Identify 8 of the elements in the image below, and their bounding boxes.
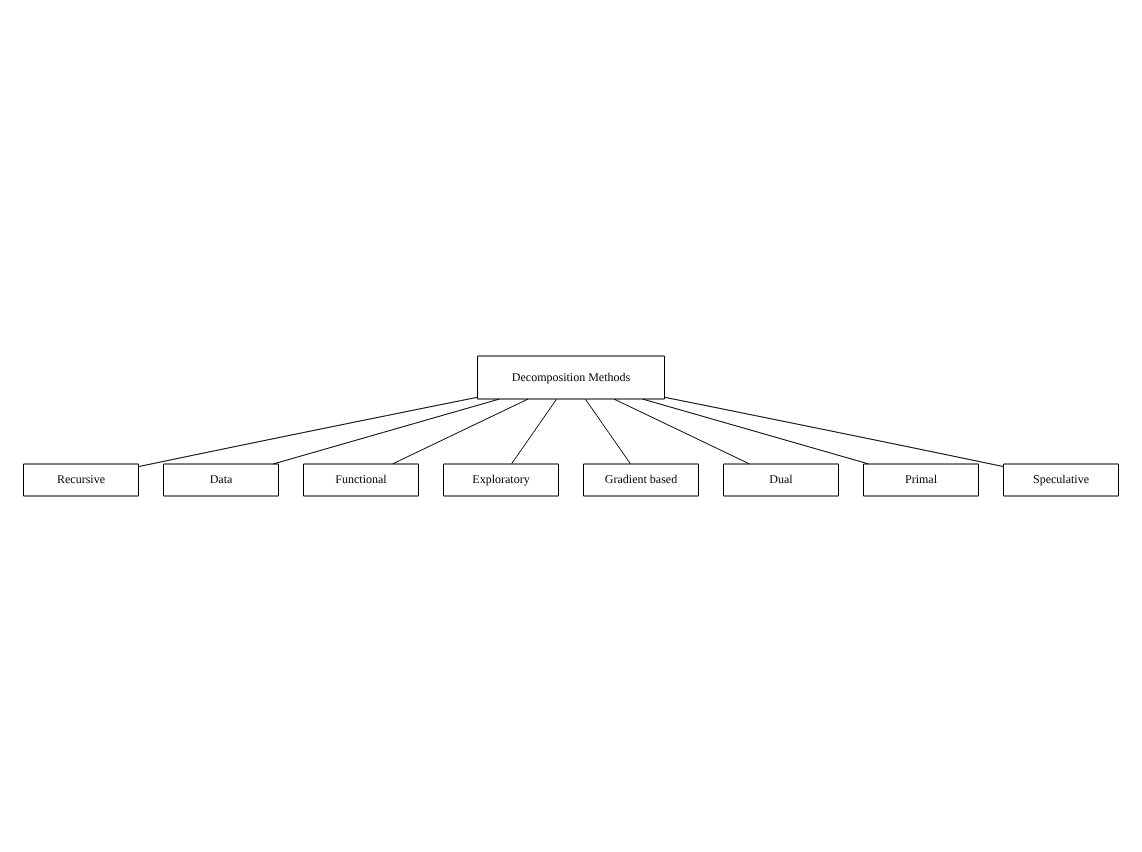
connector — [273, 398, 500, 465]
connector — [642, 398, 869, 465]
connector — [613, 398, 750, 465]
connector — [511, 398, 557, 465]
connector — [585, 398, 631, 465]
connector — [664, 396, 1004, 468]
connector — [138, 396, 478, 468]
connector — [392, 398, 529, 465]
